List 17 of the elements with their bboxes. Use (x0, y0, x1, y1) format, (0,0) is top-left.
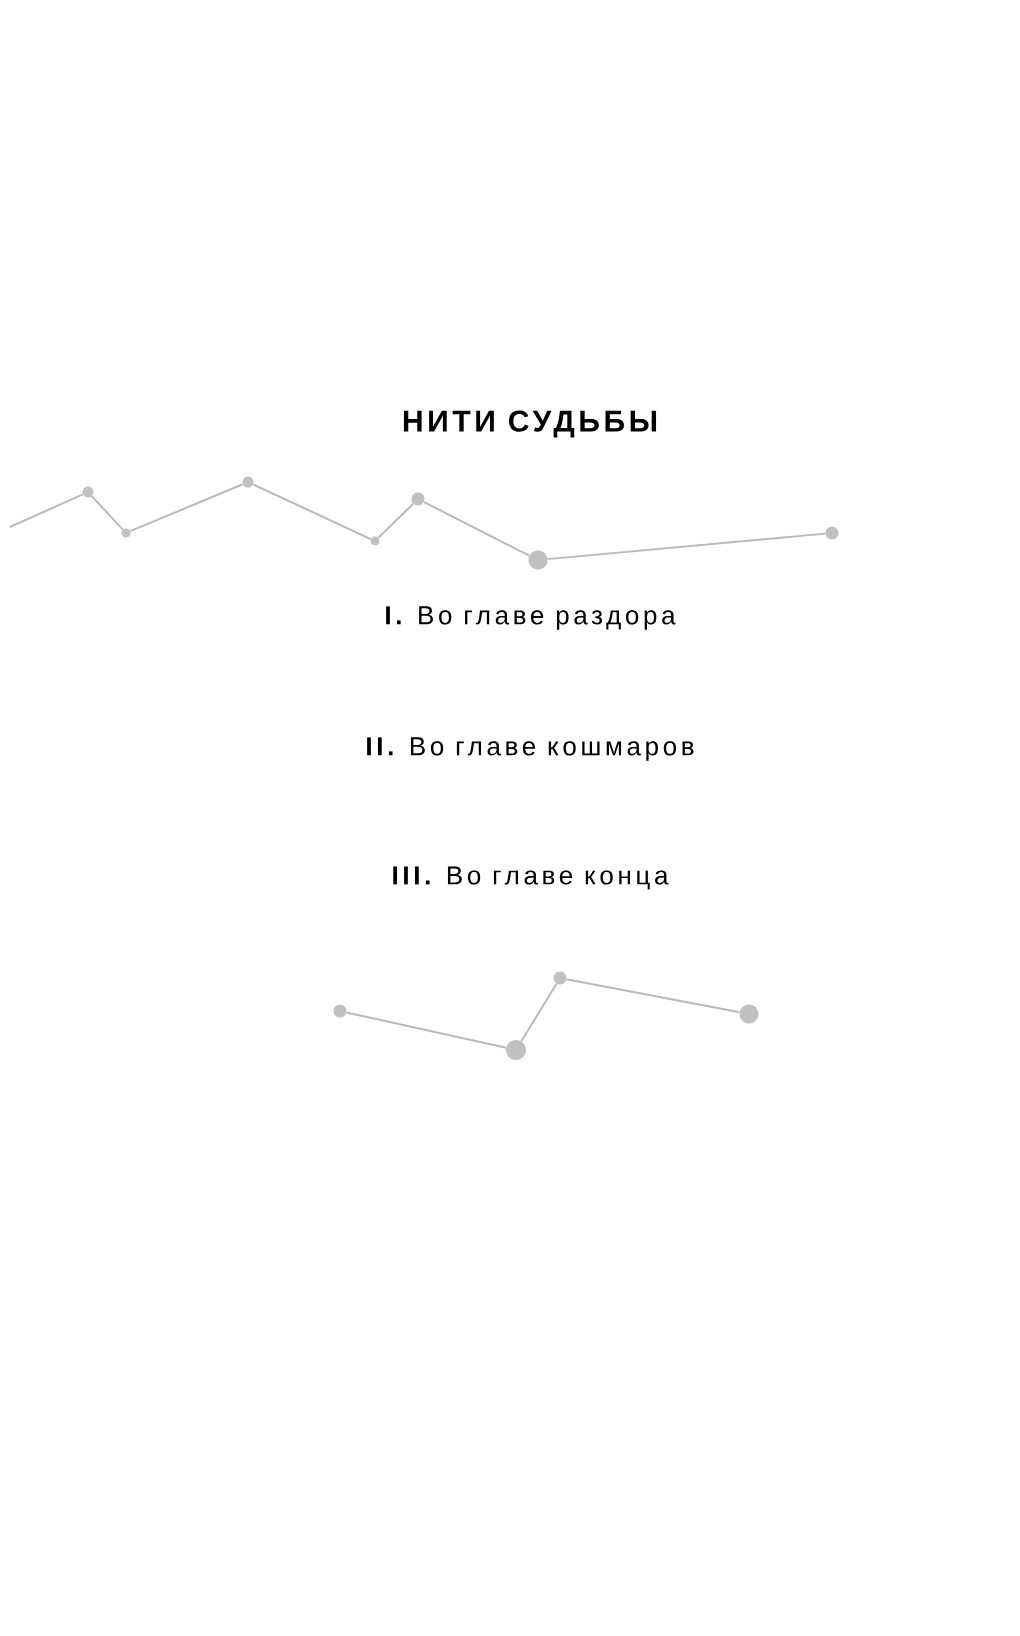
contents-entry: III. Во главе конца (393, 866, 669, 890)
thread-line (345, 1011, 508, 1049)
thread-line (565, 978, 741, 1014)
thread-line (9, 493, 84, 528)
contents-entry: II. Во главе кошмаров (367, 737, 694, 761)
thread-dot (528, 550, 548, 570)
thread-line (422, 501, 531, 557)
thread-line (546, 532, 827, 561)
thread-dot (506, 1040, 526, 1060)
contents-entry: I. Во главе раздора (386, 606, 676, 630)
title: НИТИ СУДЬБЫ (403, 410, 657, 438)
thread-line (252, 483, 372, 541)
thread-line (377, 502, 415, 539)
thread-line (520, 982, 558, 1043)
thread-line (129, 483, 244, 533)
thread-line (90, 495, 124, 531)
thread-dot (739, 1004, 759, 1024)
